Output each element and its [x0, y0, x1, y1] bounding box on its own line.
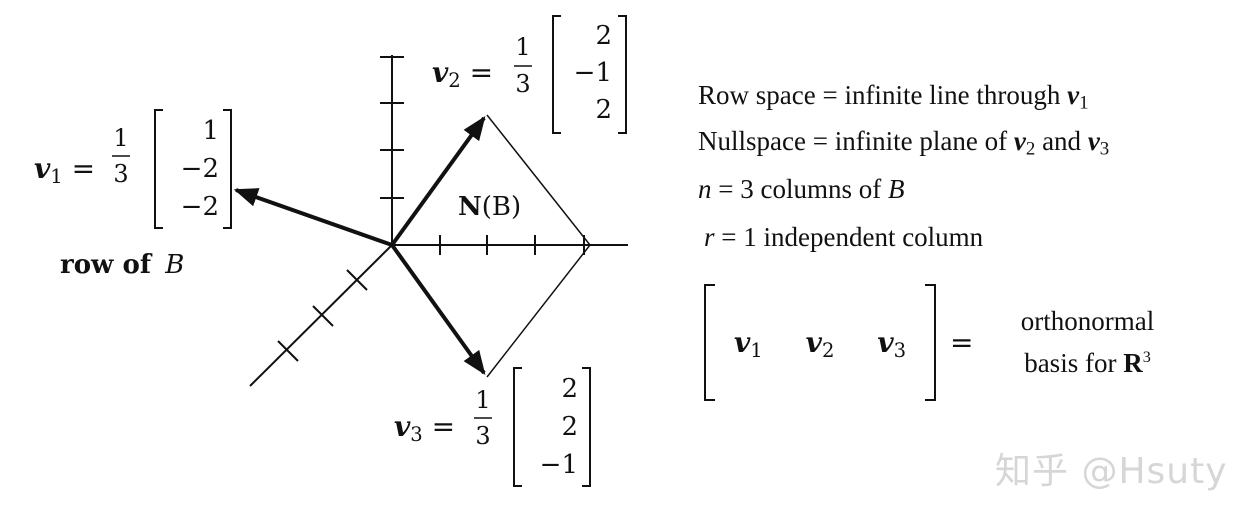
- v2-entries: 2 −1 2: [573, 21, 612, 125]
- v3-matrix-brackets: [513, 367, 591, 487]
- v3-entries: 2 2 −1: [539, 374, 578, 480]
- basis-equals: =: [950, 326, 974, 359]
- v3-frac-den: 3: [475, 422, 491, 450]
- v3-lhs: v3 =: [394, 410, 456, 446]
- vector-v1-arrow: [233, 188, 393, 247]
- basis-matrix-columns: v1 v2 v3: [734, 326, 906, 362]
- statement-nullspace: Nullspace = infinite plane of v2 and v3: [698, 126, 1110, 160]
- fraction-bars: [112, 65, 532, 419]
- statement-row-space: Row space = infinite line through v1: [698, 80, 1089, 114]
- nullspace-plane: [486, 114, 591, 378]
- axes: [249, 55, 628, 387]
- col-v2: v2: [805, 326, 835, 362]
- nullspace-label: N(B): [458, 192, 522, 222]
- statement-n-columns: n = 3 columns of B: [698, 174, 905, 204]
- row-of-b-label: row of B: [60, 250, 185, 280]
- vector-v2-arrow: [390, 116, 486, 247]
- v1-matrix-brackets: [154, 109, 232, 229]
- v1-frac-den: 3: [113, 160, 129, 188]
- basis-matrix-brackets: [704, 284, 936, 401]
- v2-frac-num: 1: [515, 33, 531, 61]
- watermark: 知乎 @Hsuty: [995, 451, 1228, 492]
- col-v1: v1: [734, 326, 763, 362]
- v1-frac-num: 1: [113, 124, 129, 152]
- statement-rank: r = 1 independent column: [704, 222, 984, 252]
- v2-frac-den: 3: [515, 70, 531, 98]
- v1-lhs: v1 =: [34, 152, 96, 188]
- v1-entries: 1 −2 −2: [180, 116, 219, 222]
- v2-lhs: v2 =: [432, 56, 494, 92]
- diagonal-axis: [249, 244, 393, 387]
- v3-frac-num: 1: [475, 386, 491, 414]
- basis-rhs: orthonormal basis for R3: [1020, 306, 1155, 378]
- v2-matrix-brackets: [552, 15, 627, 134]
- col-v3: v3: [877, 326, 907, 362]
- vectors: [233, 116, 486, 375]
- vector-v3-arrow: [390, 243, 486, 375]
